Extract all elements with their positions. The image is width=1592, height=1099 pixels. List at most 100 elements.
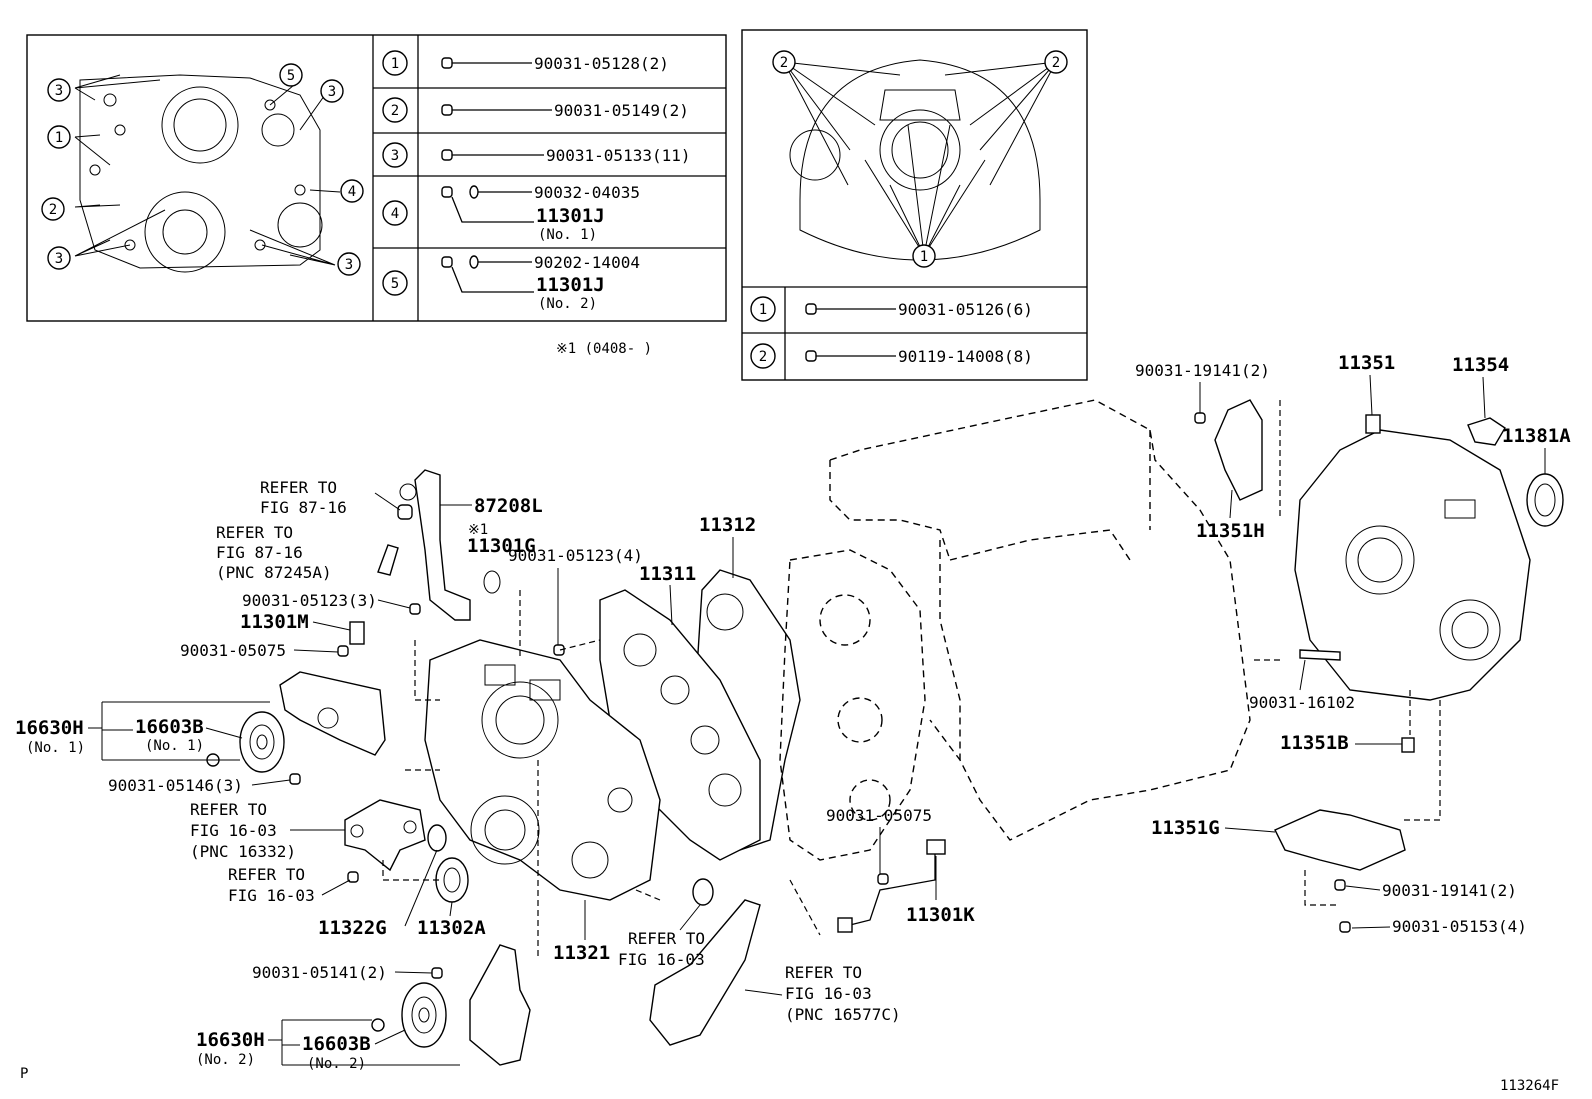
refer-label: REFER TO [228,865,305,884]
left-table-row-1: 1 90031-05128(2) [382,50,669,76]
bolt-icon [441,104,498,116]
right-detail-box: 2 2 1 1 90031-05126(6) 2 90119-14008(8) [741,29,1088,381]
bolt-label: 90031-05123(4) [508,546,643,565]
refer-label: (PNC 87245A) [216,563,332,582]
part-label-11351B: 11351B [1280,732,1349,754]
bolt-label: 90031-05075 [180,641,286,660]
right-table-row-1: 1 90031-05126(6) [750,296,1033,322]
bolt-label: 90031-05153(4) [1392,917,1527,936]
refer-hose-87245A [377,504,413,576]
part-label-11351G: 11351G [1151,817,1220,839]
part-label-16603B-1: 16603B [135,716,204,738]
callout: 3 [55,83,63,99]
part-label-16630H-1: 16630H [15,717,84,739]
svg-text:90031-05128(2): 90031-05128(2) [534,54,669,73]
part-label-11301G: 11301G [467,535,536,557]
svg-text:90119-14008(8): 90119-14008(8) [898,347,1033,366]
refer-label: FIG 16-03 [618,950,705,969]
bolt-icon [805,303,850,315]
assembly-guides [382,400,1441,960]
bolt-label: 90031-05141(2) [252,963,387,982]
sub-label: (No. 1) [26,740,85,756]
bolt-icon [441,149,490,161]
oil-seal-11381A [1526,473,1564,527]
refer-label: REFER TO [216,523,293,542]
part-label-11302A: 11302A [417,917,486,939]
svg-text:90031-05133(11): 90031-05133(11) [546,146,691,165]
flywheel-housing-sketch [783,59,1057,261]
bolt-icon [441,255,479,269]
bracket-11351H [1194,399,1263,501]
refer-label: FIG 87-16 [216,543,303,562]
callout: 2 [1052,55,1060,71]
part-label-16630H-2: 16630H [196,1029,265,1051]
svg-text:3: 3 [391,148,399,164]
refer-label: (PNC 16577C) [785,1005,901,1024]
footnote: ※1 (0408- ) [556,341,652,357]
heater-pipe-87208L [399,469,501,621]
part-label-87208L: 87208L [474,495,543,517]
svg-text:90031-05149(2): 90031-05149(2) [554,101,689,120]
idler-pulley-16603B-1 [239,711,285,773]
left-detail-callouts: 3 5 3 1 4 2 3 3 [41,63,364,276]
svg-text:11301J: 11301J [536,205,605,227]
engine-block-outline [829,399,1251,841]
timing-case-11321 [424,639,661,901]
left-detail-box: 3 5 3 1 4 2 3 3 1 90031-05128(2) 2 90031… [26,34,727,322]
idler-pulley-16603B-2 [401,982,447,1048]
bolt-label: 90031-05146(3) [108,776,243,795]
part-label-11311: 11311 [639,563,696,585]
part-label-11301M: 11301M [240,611,309,633]
svg-text:5: 5 [391,276,399,292]
svg-text:90202-14004: 90202-14004 [534,253,640,272]
callout: 4 [348,184,356,200]
water-outlet-16332 [344,799,426,872]
o-ring-icon [692,878,714,906]
oil-seal-11302A [435,857,469,903]
left-table-row-4: 4 90032-04035 11301J (No. 1) [382,183,640,243]
idler-bracket-16630H-1 [279,671,386,756]
svg-text:(No. 2): (No. 2) [538,296,597,312]
part-label-11321: 11321 [553,942,610,964]
sub-label: (No. 2) [196,1052,255,1068]
callout: 5 [287,68,295,84]
svg-text:1: 1 [759,302,767,318]
refer-label: FIG 16-03 [785,984,872,1003]
callout: 3 [345,257,353,273]
left-table-row-3: 3 90031-05133(11) [382,142,691,168]
refer-label: FIG 16-03 [228,886,315,905]
callout: 1 [55,130,63,146]
note-mark: ※1 [468,522,488,538]
callout-labels: REFER TO FIG 87-16 87208L ※1 11301G REFE… [15,352,1571,1094]
bolt-icon [431,967,443,979]
svg-text:90032-04035: 90032-04035 [534,183,640,202]
part-label-11381A: 11381A [1502,425,1571,447]
left-table-row-5: 5 90202-14004 11301J (No. 2) [382,253,640,312]
refer-label: REFER TO [260,478,337,497]
bolt-11351B [1401,737,1415,753]
refer-label: REFER TO [785,963,862,982]
right-table-row-2: 2 90119-14008(8) [750,343,1033,369]
bolt-label: 90031-16102 [1249,693,1355,712]
bolt-icon [347,871,359,883]
sub-label: (No. 1) [145,738,204,754]
plug-11354 [1467,417,1506,446]
part-label-11301K: 11301K [906,904,975,926]
timing-plate-11311 [599,589,761,861]
callout: 2 [49,202,57,218]
sensor-11301K [837,839,946,933]
flywheel-housing-11351 [1294,414,1531,701]
bolt-icon [441,185,479,199]
refer-label: REFER TO [190,800,267,819]
svg-text:2: 2 [391,103,399,119]
callout: 3 [55,251,63,267]
part-label-16603B-2: 16603B [302,1033,371,1055]
callout: 2 [780,55,788,71]
part-label-11322G: 11322G [318,917,387,939]
bolt-label: 90031-19141(2) [1135,361,1270,380]
part-label-11351H: 11351H [1196,520,1265,542]
svg-text:4: 4 [391,206,399,222]
timing-plate-dashed [779,549,926,861]
bolt-icon [337,645,349,657]
